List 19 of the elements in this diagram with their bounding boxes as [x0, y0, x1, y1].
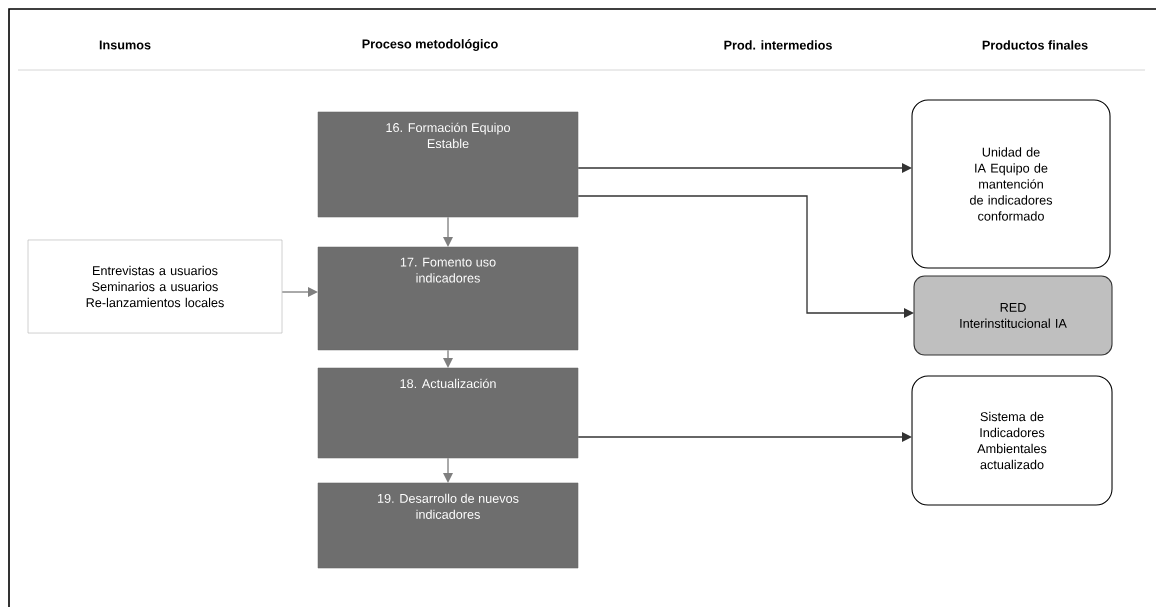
arrow — [281, 287, 318, 297]
column-header: Insumos — [99, 40, 151, 50]
arrow — [577, 163, 912, 173]
product-box: Unidad de IA Equipo de mantención de indicadores conformado — [911, 99, 1111, 269]
arrow — [443, 216, 453, 247]
arrow — [443, 457, 453, 483]
process-box: 19. Desarrollo de nuevos indicadores — [317, 482, 579, 569]
process-box: 17. Fomento uso indicadores — [317, 246, 579, 351]
arrow — [443, 349, 453, 368]
column-header: Productos finales — [982, 40, 1088, 50]
input-box: Entrevistas a usuarios Seminarios a usuarios Re-lanzamientos locales — [27, 239, 283, 334]
product-box: Sistema de Indicadores Ambientales actualizado — [911, 375, 1113, 506]
process-box: 16. Formación Equipo Estable — [317, 111, 579, 218]
column-header: Proceso metodológico — [362, 39, 498, 51]
process-box: 18. Actualización — [317, 367, 579, 459]
column-header: Prod. intermedios — [724, 40, 832, 50]
arrow — [577, 432, 912, 442]
arrow — [577, 195, 914, 318]
product-box: RED Interinstitucional IA — [913, 275, 1113, 356]
